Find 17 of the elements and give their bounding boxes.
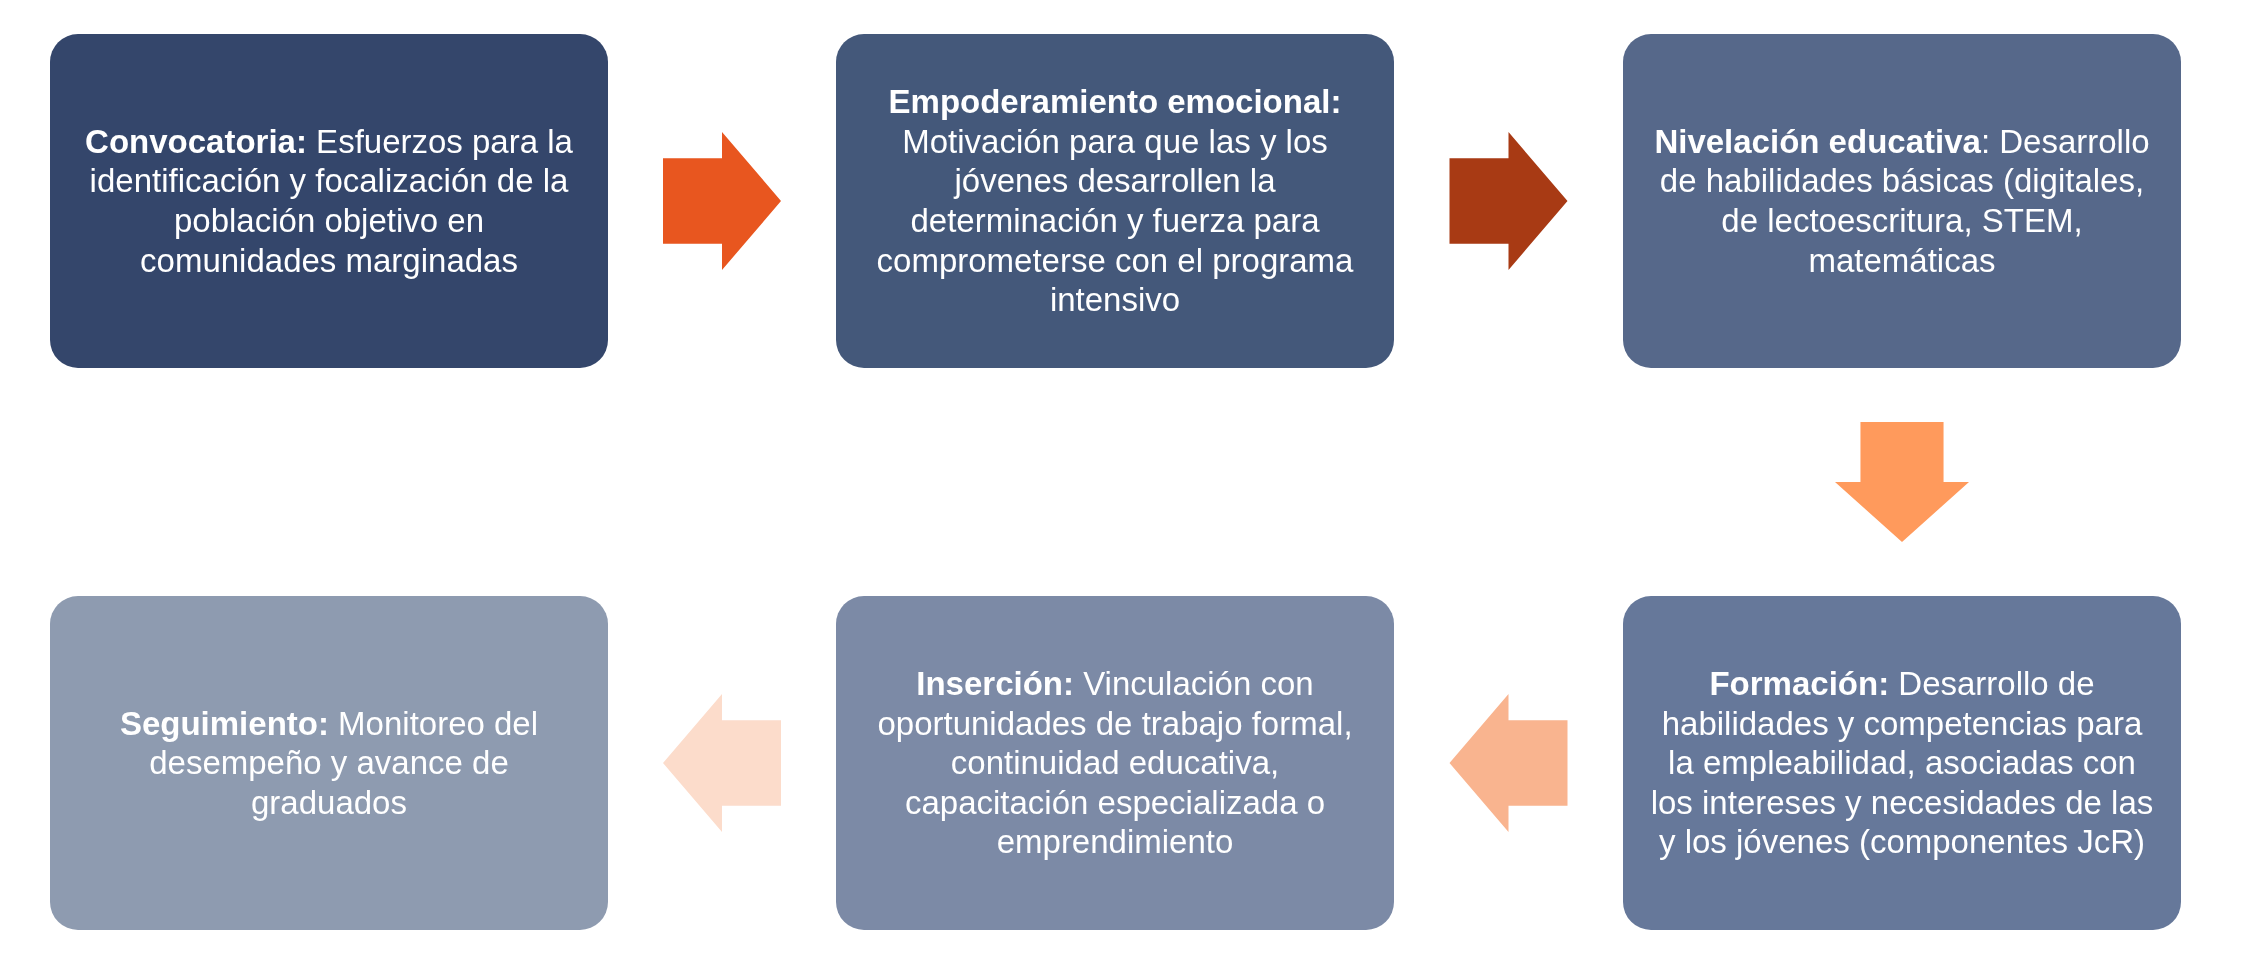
box-text: Formación: Desarrollo de habilidades y competencias para la empleabilidad, asociadas con los intereses y necesidades de las y los jóvenes (componentes JcR) — [1649, 664, 2155, 862]
box-text: Seguimiento: Monitoreo del desempeño y avance de graduados — [118, 703, 540, 823]
box-text: Empoderamiento emocional: Motivación para que las y los jóvenes desarrollen la determinación y fuerza para comprometerse con el programa intensivo — [875, 82, 1355, 320]
block-arrow — [663, 132, 781, 270]
process-box — [1623, 596, 2181, 930]
process-box — [836, 34, 1394, 368]
block-arrow — [1449, 694, 1568, 832]
block-arrow — [663, 694, 781, 832]
process-box — [50, 596, 608, 930]
box-text: Convocatoria: Esfuerzos para la identificación y focalización de la población objetivo en comunidades marginadas — [84, 121, 574, 281]
process-box — [836, 596, 1394, 930]
block-arrow — [1835, 422, 1969, 542]
box-text: Inserción: Vinculación con oportunidades de trabajo formal, continuidad educativa, capacitación especializada o emprendimiento — [876, 664, 1354, 862]
block-arrow — [1449, 132, 1568, 270]
process-box — [50, 34, 608, 368]
box-text: Nivelación educativa: Desarrollo de habilidades básicas (digitales, de lectoescritura, STEM, matemáticas — [1653, 121, 2151, 281]
process-box — [1623, 34, 2181, 368]
